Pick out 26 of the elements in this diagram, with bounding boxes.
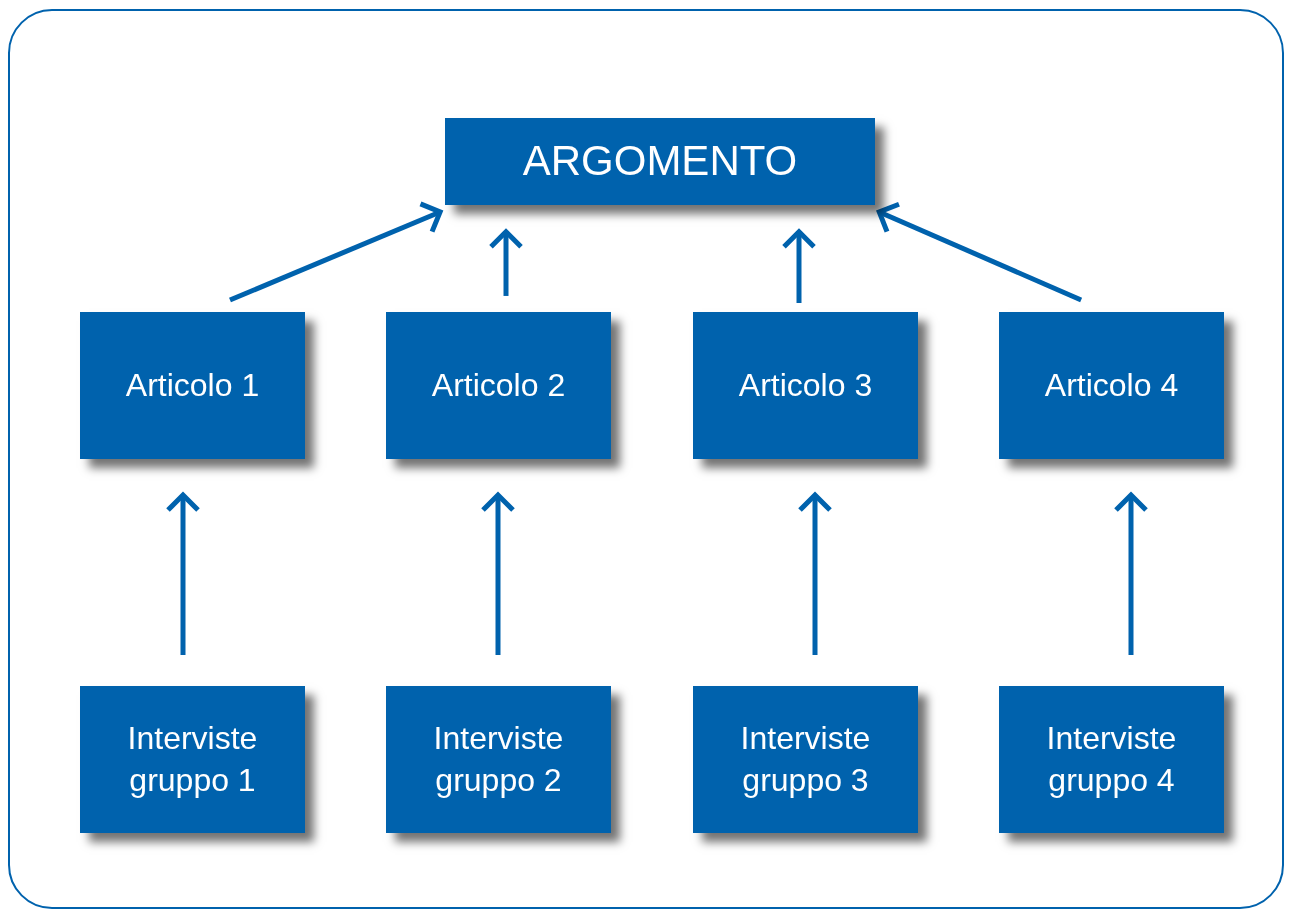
article-label: Articolo 3	[738, 365, 873, 405]
article-label: Articolo 2	[431, 365, 566, 405]
arrow	[229, 201, 443, 303]
arrow	[781, 229, 817, 303]
article-box	[386, 312, 611, 459]
arrow	[165, 492, 201, 655]
interview-group-box	[386, 686, 611, 833]
arrow	[1113, 492, 1149, 655]
interview-group-label: Interviste gruppo 2	[432, 718, 565, 800]
interview-group-box	[693, 686, 918, 833]
topic-label: ARGOMENTO	[522, 136, 798, 187]
arrow	[876, 201, 1083, 303]
article-label: Articolo 4	[1044, 365, 1179, 405]
interview-group-box	[999, 686, 1224, 833]
article-box	[999, 312, 1224, 459]
article-label: Articolo 1	[125, 365, 260, 405]
arrow	[480, 492, 516, 655]
arrow	[797, 492, 833, 655]
interview-group-label: Interviste gruppo 3	[739, 718, 872, 800]
topic-box	[445, 118, 875, 205]
interview-group-label: Interviste gruppo 4	[1045, 718, 1178, 800]
interview-group-label: Interviste gruppo 1	[126, 718, 259, 800]
article-box	[693, 312, 918, 459]
article-box	[80, 312, 305, 459]
interview-group-box	[80, 686, 305, 833]
arrow	[488, 229, 524, 296]
